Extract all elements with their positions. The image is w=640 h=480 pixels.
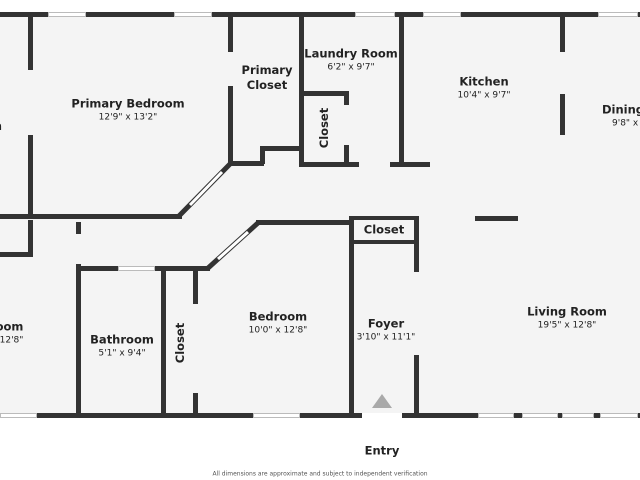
room-dimensions: 19'5" x 12'8" [537,320,597,331]
wall [390,162,430,167]
window [562,413,594,418]
wall [161,266,166,416]
room-name: y [0,104,2,119]
room-name: Primary Bedroom [71,96,185,111]
wall [256,220,354,225]
window [48,12,86,17]
wall [260,146,265,164]
room-label-laundry-closet: Closet [317,107,331,149]
room-label-primary-closet: Primary Closet [242,63,293,93]
wall [28,14,33,70]
disclaimer-text: All dimensions are approximate and subje… [212,470,428,478]
room-name: room [0,319,24,334]
room-label-laundry: Laundry Room 6'2" x 9'7" [304,47,398,74]
door-diagonal [188,170,224,207]
room-label-dining: Dining 9'8" x [602,103,640,130]
room-name: Foyer [367,316,405,331]
wall [28,135,33,217]
wall [28,220,33,257]
room-name: Closet [246,78,288,92]
room-dimensions: 9'8" x [612,118,639,129]
room-label-kitchen: Kitchen 10'4" x 9'7" [458,75,511,102]
room-dimensions: 6'2" x 9'7" [327,62,375,73]
wall [560,94,565,135]
wall [76,222,81,234]
wall [193,266,198,304]
window [598,12,638,17]
room-dimensions: 3'10" x 11'1" [356,332,416,343]
room-dimensions: 10'4" x 9'7" [457,90,511,101]
wall [560,14,565,52]
window [423,12,461,17]
wall [414,216,419,272]
wall [349,216,354,416]
room-dimensions: 12'9" x 13'2" [98,112,158,123]
room-label-primary-bedroom: Primary Bedroom 12'9" x 13'2" [71,97,184,124]
room-label-living-room: Living Room 19'5" x 12'8" [527,305,607,332]
room-name: Closet [363,222,405,237]
wall [228,161,264,166]
wall [228,86,233,165]
wall [349,240,419,244]
window [478,413,514,418]
window [253,413,300,418]
room-label-foyer-closet: Closet [364,223,404,238]
room-name: Kitchen [459,74,509,89]
door-diagonal [216,230,250,261]
wall [193,393,198,415]
room-name: Living Room [527,304,607,319]
room-dimensions: x 12'8" [0,335,24,346]
room-name: Primary [241,63,293,77]
room-label-left-top: y m " [0,104,2,146]
room-label-foyer: Foyer 3'10" x 11'1" [357,317,416,344]
wall-bottom [0,413,640,418]
room-label-left-bottom: room x 12'8" [0,320,23,347]
wall-top [0,12,640,17]
room-name: Bathroom [90,332,154,347]
window [118,266,155,271]
wall [0,252,33,257]
wall [414,355,419,415]
wall [155,266,210,271]
window [355,12,395,17]
room-label-bathroom: Bathroom 5'1" x 9'4" [90,333,154,360]
wall [399,14,404,166]
window [600,413,638,418]
wall [475,216,518,221]
window [522,413,558,418]
wall [344,91,349,105]
room-name: Dining [602,102,640,117]
wall [260,146,303,151]
wall [0,214,182,219]
entry-text: Entry [364,443,400,458]
room-dimensions: 10'0" x 12'8" [248,325,308,336]
wall [76,264,81,416]
room-name: Bedroom [248,309,308,324]
room-name: m [0,119,2,134]
entry-label: Entry [365,444,400,459]
wall [228,14,233,52]
wall [76,266,118,271]
wall [299,14,304,166]
window [174,12,212,17]
window [0,413,37,418]
room-label-bedroom: Bedroom 10'0" x 12'8" [249,310,308,337]
room-label-hall-closet: Closet [173,322,187,364]
room-dimensions: 5'1" x 9'4" [98,348,146,359]
entry-arrow-icon [372,394,392,408]
wall [344,145,349,165]
room-dimensions: " [0,134,2,146]
wall [299,162,359,167]
room-name: Laundry Room [304,46,398,61]
wall [349,216,419,220]
entry-door[interactable] [362,413,402,418]
wall [303,91,348,96]
